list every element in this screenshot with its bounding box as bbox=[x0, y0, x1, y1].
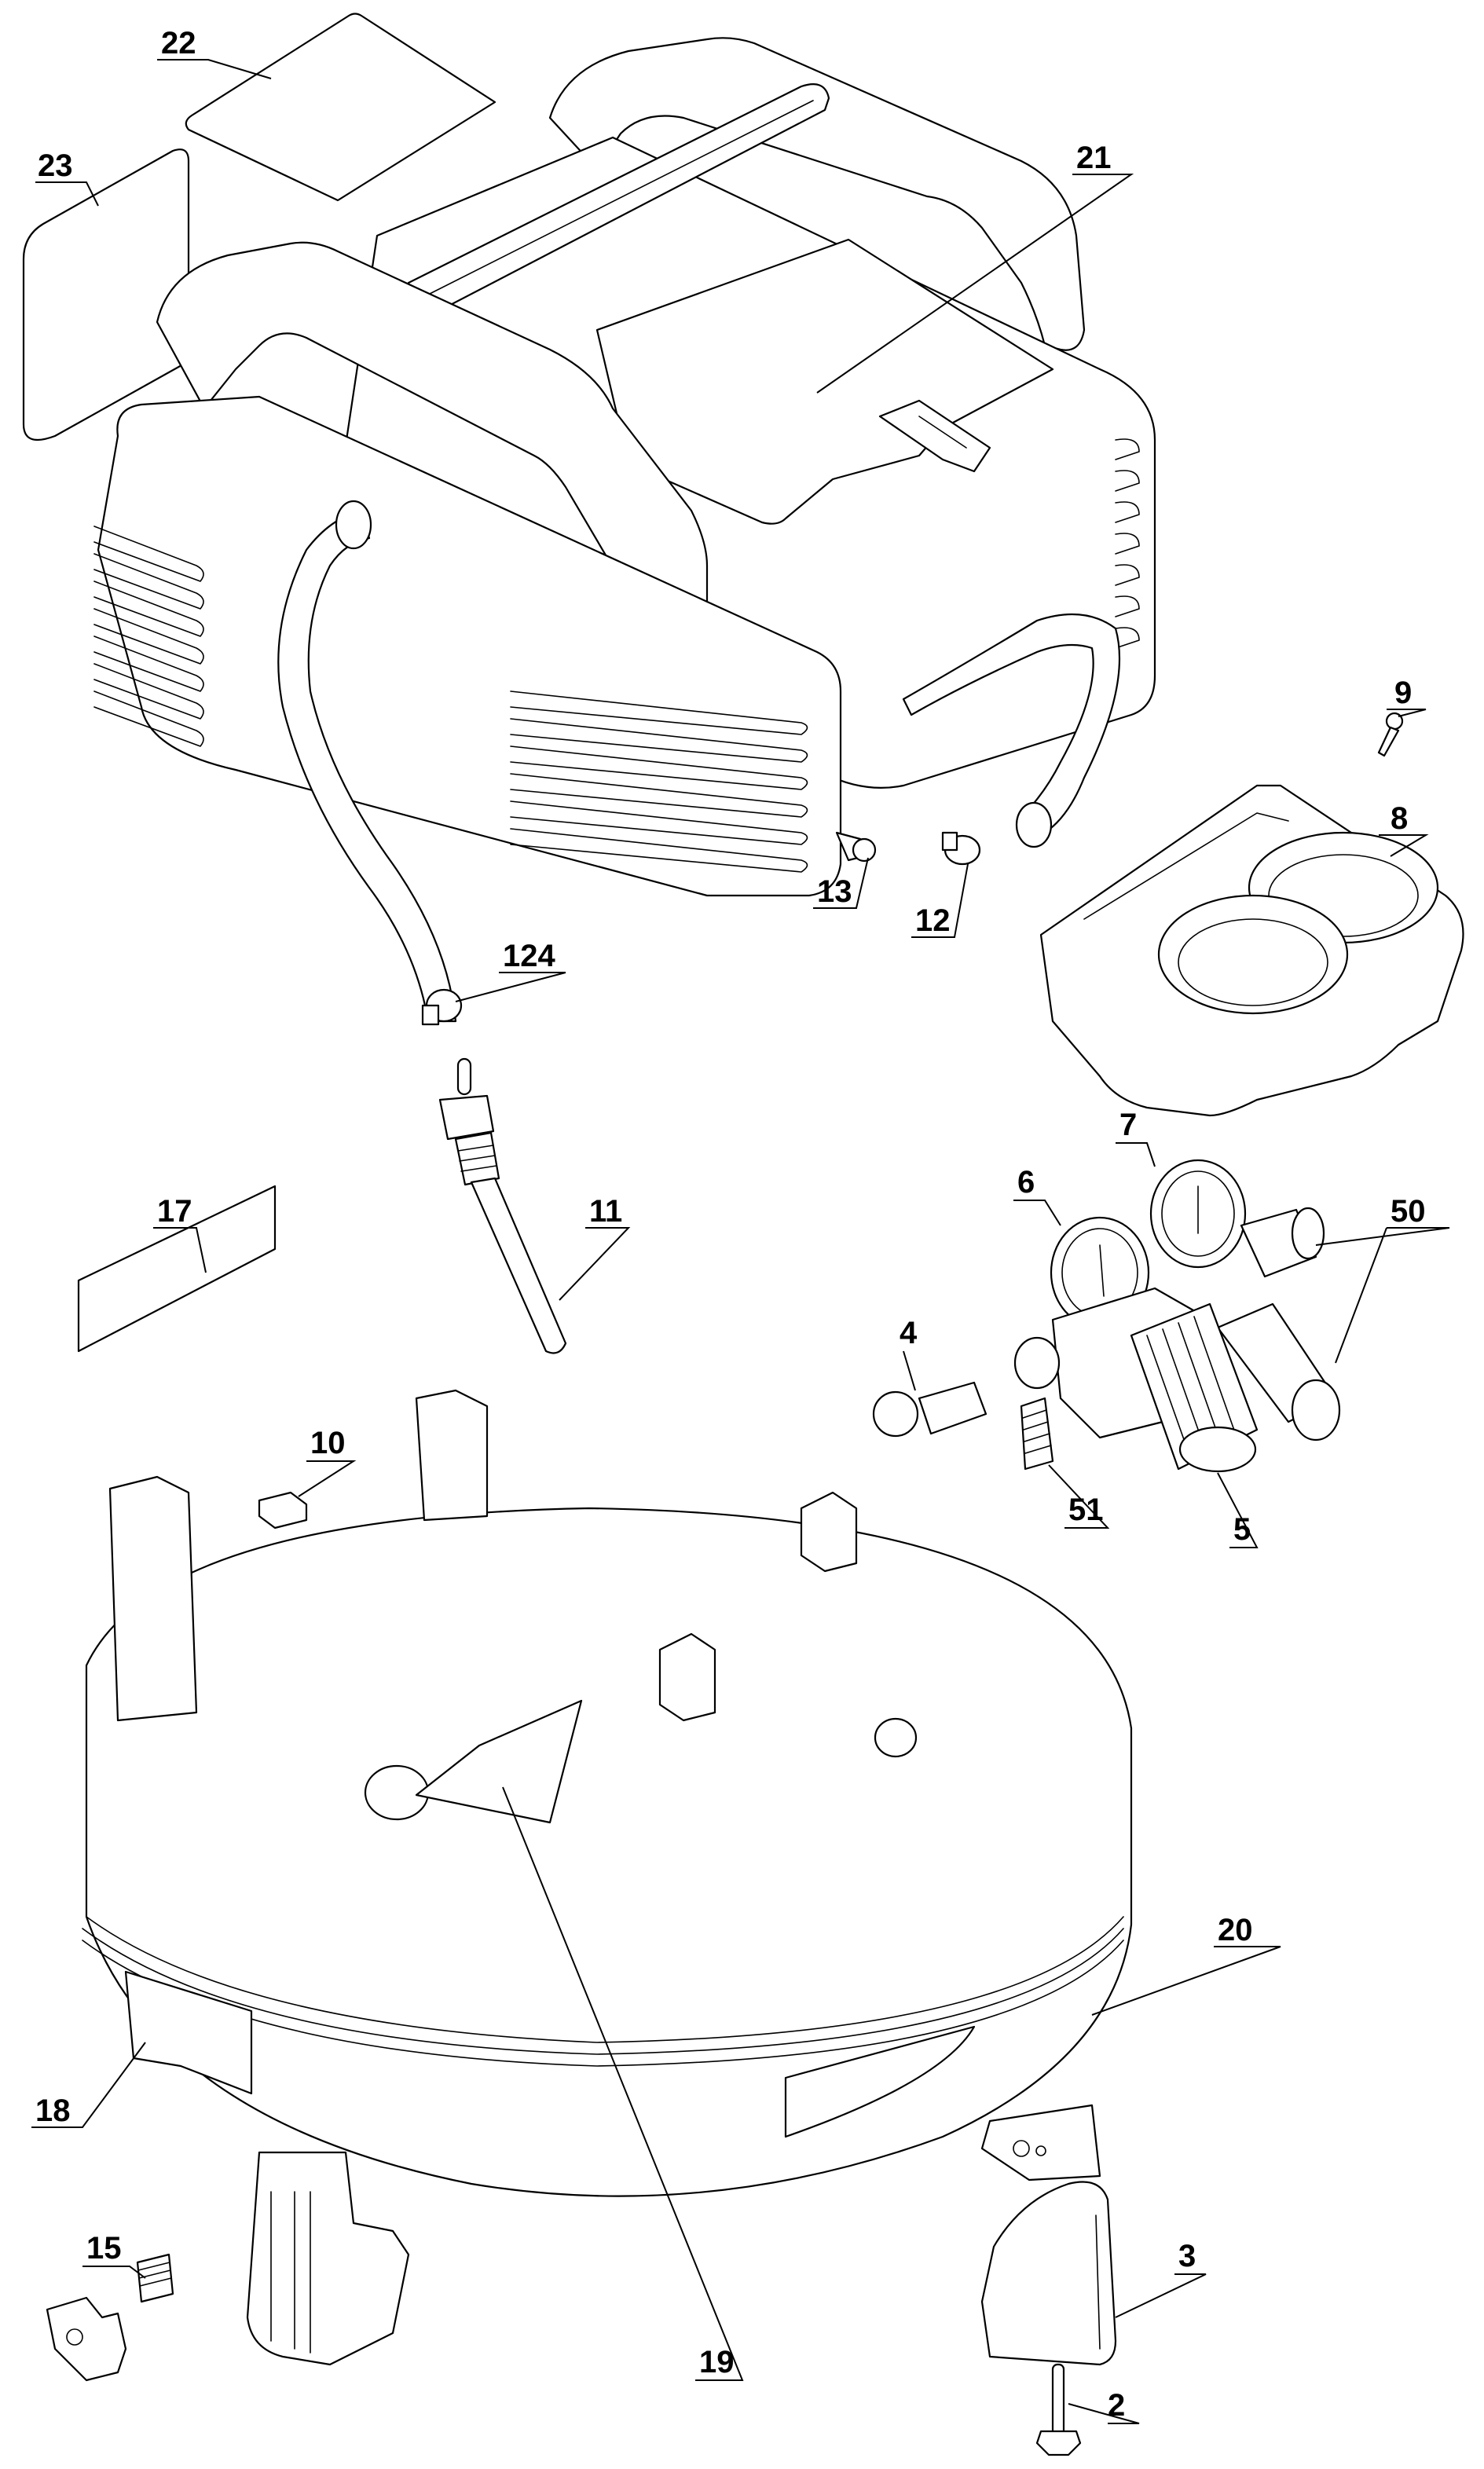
callout-label: 5 bbox=[1233, 1512, 1251, 1547]
right-vents bbox=[1115, 438, 1140, 649]
callout-22: 22 bbox=[157, 26, 272, 79]
callout-label: 18 bbox=[35, 2094, 71, 2128]
callout-3: 3 bbox=[1115, 2239, 1207, 2318]
rubber-foot-3 bbox=[980, 2181, 1117, 2366]
hose-clamp-124 bbox=[421, 988, 463, 1026]
callout-label: 17 bbox=[157, 1194, 192, 1229]
callout-50: 50 bbox=[1315, 1194, 1450, 1364]
callout-label: 15 bbox=[86, 2231, 122, 2266]
callout-20: 20 bbox=[1091, 1913, 1281, 2016]
callout-12: 12 bbox=[911, 863, 969, 938]
callout-label: 9 bbox=[1394, 676, 1412, 710]
callout-label: 50 bbox=[1391, 1194, 1426, 1229]
callout-label: 13 bbox=[817, 874, 852, 909]
callout-21: 21 bbox=[816, 141, 1134, 394]
callout-18: 18 bbox=[31, 2042, 146, 2128]
callout-label: 11 bbox=[589, 1194, 622, 1229]
callout-10: 10 bbox=[298, 1426, 357, 1497]
callout-23: 23 bbox=[35, 148, 99, 207]
callout-7: 7 bbox=[1116, 1108, 1156, 1167]
callout-label: 19 bbox=[699, 2345, 735, 2379]
callout-5: 5 bbox=[1217, 1472, 1259, 1548]
callout-11: 11 bbox=[559, 1194, 631, 1301]
label-17 bbox=[77, 1185, 277, 1353]
callout-19: 19 bbox=[502, 1786, 744, 2381]
manifold-assembly bbox=[872, 1159, 1341, 1473]
callout-2: 2 bbox=[1068, 2388, 1140, 2424]
air-tank-20 bbox=[82, 1389, 1133, 2366]
callout-label: 6 bbox=[1017, 1165, 1035, 1200]
callout-label: 3 bbox=[1178, 2239, 1196, 2273]
callout-label: 20 bbox=[1218, 1913, 1253, 1947]
console-cover-8 bbox=[1039, 784, 1464, 1117]
callout-label: 51 bbox=[1068, 1493, 1104, 1527]
hose-clamp-12 bbox=[941, 831, 981, 866]
callout-13: 13 bbox=[813, 857, 869, 909]
rubber-pad-10 bbox=[258, 1491, 308, 1529]
callout-label: 4 bbox=[900, 1316, 918, 1350]
callout-124: 124 bbox=[455, 939, 566, 1002]
front-vents bbox=[510, 691, 808, 873]
callout-6: 6 bbox=[1013, 1165, 1061, 1226]
callout-label: 8 bbox=[1391, 801, 1408, 836]
callout-label: 2 bbox=[1108, 2388, 1125, 2423]
callout-label: 22 bbox=[161, 26, 196, 60]
callout-label: 124 bbox=[503, 939, 555, 973]
screw-2 bbox=[1035, 2363, 1082, 2456]
callout-8: 8 bbox=[1379, 801, 1429, 857]
callout-51: 51 bbox=[1048, 1464, 1110, 1529]
callout-label: 23 bbox=[38, 148, 73, 183]
callout-label: 12 bbox=[915, 903, 951, 938]
decal-22 bbox=[185, 13, 496, 202]
decal-23 bbox=[22, 148, 190, 441]
left-vents bbox=[93, 526, 204, 747]
callout-label: 7 bbox=[1119, 1108, 1137, 1142]
callout-9: 9 bbox=[1387, 676, 1427, 717]
callout-label: 21 bbox=[1076, 141, 1112, 175]
check-valve-tube-11 bbox=[438, 1057, 567, 1354]
drain-valve-15 bbox=[46, 2253, 174, 2382]
compressor-body bbox=[93, 37, 1156, 1023]
push-rivet-13 bbox=[835, 831, 877, 863]
callout-4: 4 bbox=[900, 1316, 918, 1391]
screw-9 bbox=[1377, 712, 1404, 757]
callout-label: 10 bbox=[310, 1426, 346, 1460]
callout-17: 17 bbox=[153, 1194, 207, 1273]
callout-15: 15 bbox=[82, 2231, 146, 2279]
